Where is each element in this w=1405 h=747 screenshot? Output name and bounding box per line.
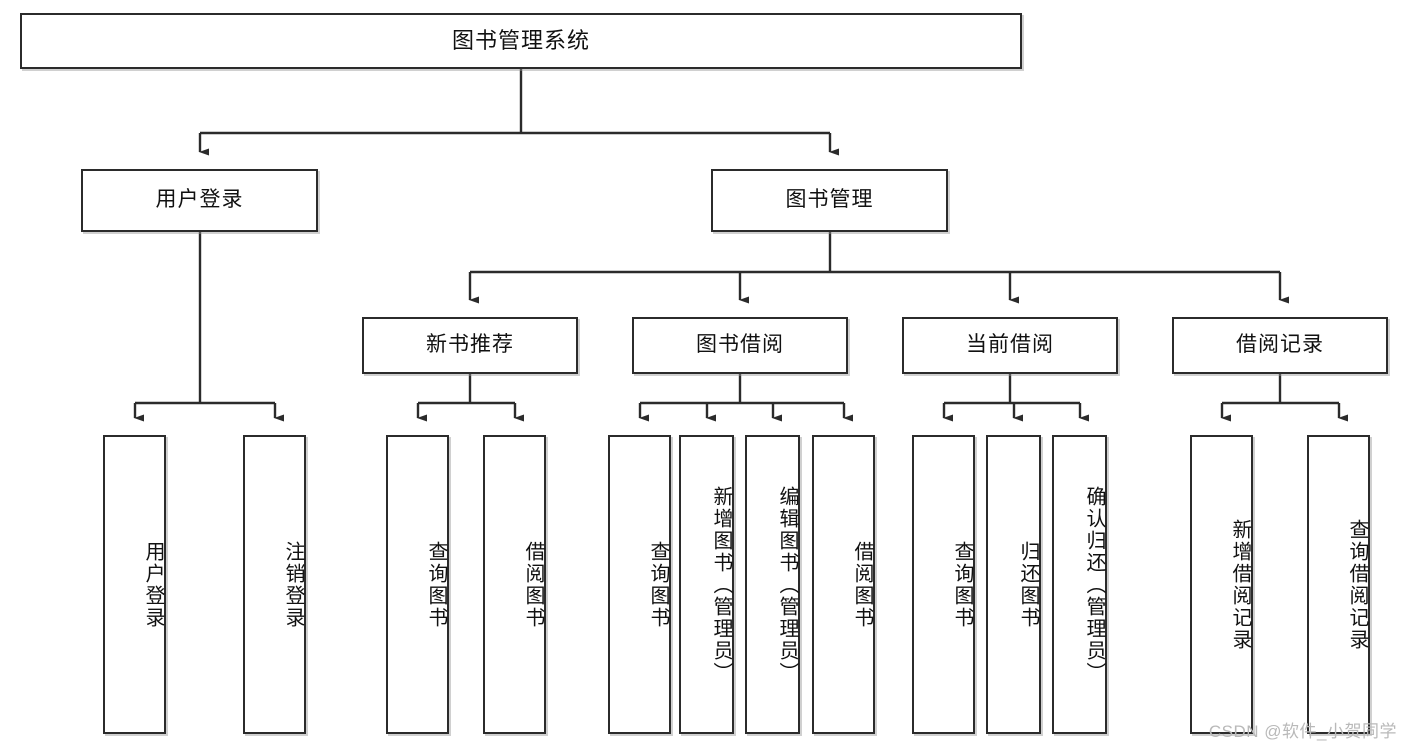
node-leaf-add-borrow-record[interactable]: 新增借阅记录 bbox=[1190, 435, 1253, 734]
node-label: 新增借阅记录 bbox=[1229, 518, 1251, 651]
node-leaf-logout-login[interactable]: 注销登录 bbox=[243, 435, 306, 734]
node-label: 当前借阅 bbox=[966, 333, 1054, 357]
node-leaf-query-book-3[interactable]: 查询图书 bbox=[912, 435, 975, 734]
node-leaf-return-book[interactable]: 归还图书 bbox=[986, 435, 1041, 734]
node-leaf-query-book-2[interactable]: 查询图书 bbox=[608, 435, 671, 734]
node-label: 归还图书 bbox=[1017, 540, 1039, 629]
node-label: 注销登录 bbox=[282, 540, 304, 629]
node-label: 借阅图书 bbox=[522, 540, 544, 629]
node-leaf-query-borrow-record[interactable]: 查询借阅记录 bbox=[1307, 435, 1370, 734]
csdn-watermark: CSDN @软件_小贺同学 bbox=[1208, 722, 1397, 741]
node-leaf-borrow-book-1[interactable]: 借阅图书 bbox=[483, 435, 546, 734]
node-label: 新书推荐 bbox=[426, 333, 514, 357]
node-root[interactable]: 图书管理系统 bbox=[20, 13, 1022, 69]
node-label: 新增图书（管理员） bbox=[710, 485, 732, 684]
node-leaf-user-login[interactable]: 用户登录 bbox=[103, 435, 166, 734]
node-leaf-borrow-book-2[interactable]: 借阅图书 bbox=[812, 435, 875, 734]
node-leaf-edit-book-admin[interactable]: 编辑图书（管理员） bbox=[745, 435, 800, 734]
node-label: 借阅记录 bbox=[1236, 333, 1324, 357]
node-label: 查询图书 bbox=[951, 540, 973, 629]
node-label: 借阅图书 bbox=[851, 540, 873, 629]
node-book-borrow[interactable]: 图书借阅 bbox=[632, 317, 848, 374]
node-borrow-record[interactable]: 借阅记录 bbox=[1172, 317, 1388, 374]
node-label: 查询图书 bbox=[647, 540, 669, 629]
node-label: 用户登录 bbox=[155, 188, 244, 212]
node-label: 图书管理 bbox=[785, 188, 874, 212]
node-new-book-recommend[interactable]: 新书推荐 bbox=[362, 317, 578, 374]
node-label: 查询图书 bbox=[425, 540, 447, 629]
node-current-borrow[interactable]: 当前借阅 bbox=[902, 317, 1118, 374]
node-user-login[interactable]: 用户登录 bbox=[81, 169, 318, 232]
node-leaf-confirm-return-admin[interactable]: 确认归还（管理员） bbox=[1052, 435, 1107, 734]
node-book-manage[interactable]: 图书管理 bbox=[711, 169, 948, 232]
node-label: 编辑图书（管理员） bbox=[776, 485, 798, 684]
node-label: 用户登录 bbox=[142, 540, 164, 629]
node-label: 查询借阅记录 bbox=[1346, 518, 1368, 651]
node-leaf-query-book-1[interactable]: 查询图书 bbox=[386, 435, 449, 734]
node-label: 图书管理系统 bbox=[451, 28, 590, 54]
node-leaf-add-book-admin[interactable]: 新增图书（管理员） bbox=[679, 435, 734, 734]
node-label: 图书借阅 bbox=[696, 333, 784, 357]
node-label: 确认归还（管理员） bbox=[1083, 485, 1105, 684]
